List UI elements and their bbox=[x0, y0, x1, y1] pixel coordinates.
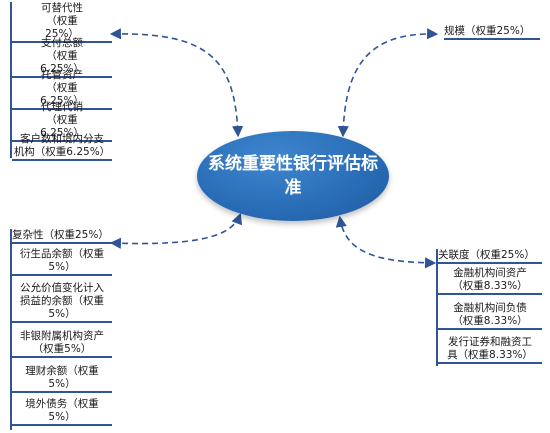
interconnectedness-header: 关联度（权重25%） bbox=[438, 249, 542, 264]
overseas-debt-node: 境外债务（权重 5%） bbox=[12, 398, 112, 426]
interbank-assets-node: 金融机构间资产 （权重8.33%） bbox=[438, 267, 542, 295]
complexity-bar bbox=[10, 229, 12, 430]
substitutability-bar bbox=[10, 2, 12, 158]
substitutability-header: 可替代性 （权重 25%） bbox=[12, 2, 112, 43]
center-label: 系统重要性银行评估标准 bbox=[208, 154, 378, 198]
non-bank-subsidiary-node: 非银附属机构资产 （权重5%） bbox=[12, 330, 112, 358]
connector-interconnectedness bbox=[335, 215, 437, 269]
agency-sales-node: 代理代销 （权重 6.25%） bbox=[12, 101, 112, 142]
fair-value-node: 公允价值变化计入 损益的余额（权重 5%） bbox=[12, 282, 112, 323]
customers-branches-node: 客户数和境内分支 机构（权重6.25%） bbox=[12, 133, 112, 161]
custody-assets-node: 托管资产 （权重 6.25%） bbox=[12, 69, 112, 110]
interbank-liabilities-node: 金融机构间负债 （权重8.33%） bbox=[438, 302, 542, 330]
connector-substitutability bbox=[109, 28, 244, 138]
payment-volume-node: 支付总额 （权重 6.25%） bbox=[12, 37, 112, 78]
connector-complexity bbox=[109, 212, 243, 249]
wealth-management-node: 理财余额（权重 5%） bbox=[12, 365, 112, 393]
derivatives-node: 衍生品余额（权重 5%） bbox=[12, 248, 112, 276]
connector-size bbox=[337, 28, 439, 138]
complexity-header: 复杂性（权重25%） bbox=[12, 229, 112, 244]
interconnectedness-bar bbox=[436, 249, 438, 366]
securities-issuance-node: 发行证券和融资工 具（权重8.33%） bbox=[438, 336, 542, 364]
size-node: 规模（权重25%） bbox=[444, 25, 540, 40]
center-ellipse: 系统重要性银行评估标准 bbox=[197, 131, 389, 221]
